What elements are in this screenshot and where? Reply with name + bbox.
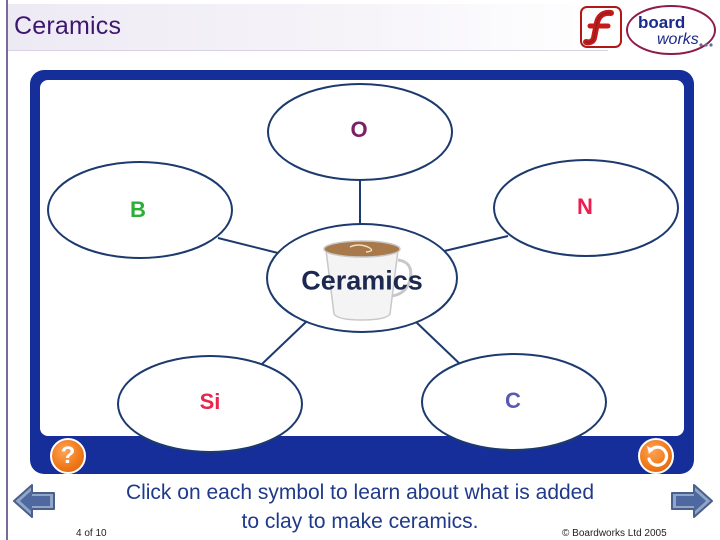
symbol-si[interactable]: Si (199, 389, 221, 414)
symbol-n[interactable]: N (577, 194, 593, 219)
node-ellipse-c[interactable] (421, 353, 607, 451)
reset-button[interactable] (638, 438, 674, 474)
center-label: Ceramics (301, 265, 423, 296)
instruction-line-2: to clay to make ceramics. (241, 510, 479, 533)
node-ellipse-o[interactable] (267, 83, 453, 181)
help-button[interactable]: ? (50, 438, 86, 474)
connector-c (415, 321, 461, 365)
next-arrow-icon (671, 484, 713, 518)
flash-player-icon (580, 6, 622, 48)
symbol-c[interactable]: C (505, 388, 521, 413)
previous-button[interactable] (12, 482, 58, 520)
connector-n (439, 235, 509, 253)
previous-arrow-icon (13, 484, 55, 518)
boardworks-logo: board works (626, 5, 716, 55)
symbol-o[interactable]: O (350, 117, 368, 142)
page-number: 4 of 10 (76, 528, 107, 539)
node-ellipse-n[interactable] (493, 159, 679, 257)
node-ellipse-b[interactable] (47, 161, 233, 259)
instruction-line-1: Click on each symbol to learn about what… (125, 481, 595, 504)
header-band (8, 4, 608, 51)
node-ellipse-si[interactable] (117, 355, 303, 453)
connector-b (217, 237, 283, 255)
cup-icon (323, 240, 413, 321)
left-border-rule (6, 0, 8, 540)
connector-si (261, 321, 307, 365)
page-title: Ceramics (14, 12, 122, 40)
next-button[interactable] (668, 482, 714, 520)
logo-text-board: board (638, 13, 685, 32)
copyright-notice: © Boardworks Ltd 2005 (562, 528, 667, 539)
reset-icon (647, 445, 669, 467)
symbol-b[interactable]: B (130, 197, 146, 222)
logo-text-works: works (657, 31, 699, 48)
instruction-text: Click on each symbol to learn about what… (60, 478, 660, 536)
